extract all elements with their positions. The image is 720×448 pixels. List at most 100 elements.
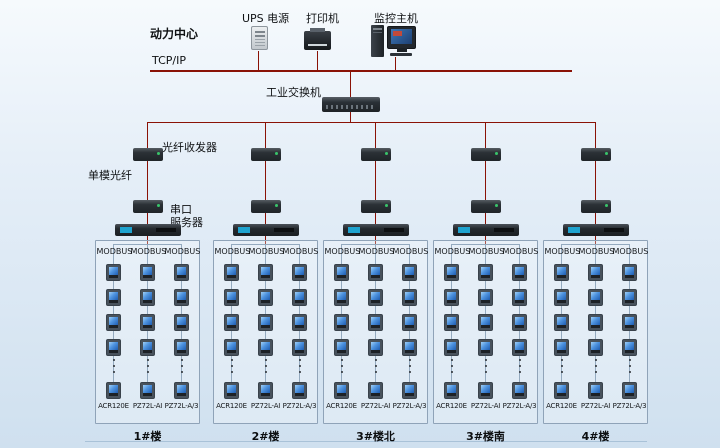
- fiber-drop-line: [265, 122, 266, 148]
- meter-model-label: ACR120E: [436, 402, 467, 410]
- ellipsis: [626, 355, 634, 373]
- host-link-line: [395, 57, 396, 70]
- printer-link-line: [317, 51, 318, 70]
- energy-meter-icon: [402, 264, 417, 281]
- energy-meter-icon: [334, 339, 349, 356]
- serial-server-icon: [114, 224, 181, 236]
- site-label: 动力中心: [150, 27, 199, 41]
- modbus-label: MODBUS: [358, 247, 395, 256]
- energy-meter-icon: [224, 382, 239, 399]
- energy-meter-icon: [368, 264, 383, 281]
- monitor-stand: [397, 48, 407, 52]
- energy-meter-icon: [140, 289, 155, 306]
- meter-model-label: ACR120E: [216, 402, 247, 410]
- fiber-drop-line: [595, 122, 596, 148]
- energy-meter-icon: [444, 289, 459, 306]
- ellipsis: [406, 355, 414, 373]
- energy-meter-icon: [554, 289, 569, 306]
- energy-meter-icon: [588, 289, 603, 306]
- energy-meter-icon: [258, 382, 273, 399]
- energy-meter-icon: [512, 289, 527, 306]
- ellipsis: [110, 355, 118, 373]
- fiber-drop-line: [485, 122, 486, 148]
- energy-meter-icon: [512, 264, 527, 281]
- modbus-label: MODBUS: [282, 247, 319, 256]
- single-mode-fiber-line: [485, 161, 486, 200]
- energy-meter-icon: [224, 339, 239, 356]
- fiber-transceiver-icon: [360, 200, 391, 213]
- modbus-label: MODBUS: [578, 247, 615, 256]
- meter-model-label: PZ72L-AI: [132, 402, 163, 410]
- serial-server-icon: [452, 224, 519, 236]
- energy-meter-icon: [174, 382, 189, 399]
- meter-model-label: PZ72L-A/3: [164, 402, 199, 410]
- modbus-label: MODBUS: [502, 247, 539, 256]
- energy-meter-icon: [622, 382, 637, 399]
- energy-meter-icon: [478, 264, 493, 281]
- tcpip-label: TCP/IP: [152, 54, 186, 67]
- ellipsis: [482, 355, 490, 373]
- energy-meter-icon: [106, 339, 121, 356]
- host-label: 监控主机: [374, 12, 418, 25]
- ellipsis: [448, 355, 456, 373]
- energy-meter-icon: [478, 339, 493, 356]
- energy-meter-icon: [554, 382, 569, 399]
- fiber-transceiver-icon: [132, 200, 163, 213]
- energy-meter-icon: [402, 289, 417, 306]
- ellipsis: [516, 355, 524, 373]
- industrial-switch-icon: [322, 97, 380, 112]
- energy-meter-icon: [140, 314, 155, 331]
- energy-meter-icon: [444, 314, 459, 331]
- meter-model-label: PZ72L-A/3: [282, 402, 317, 410]
- keyboard-icon: [390, 53, 412, 56]
- switch-downlink-line: [350, 112, 351, 122]
- energy-meter-icon: [402, 382, 417, 399]
- energy-meter-icon: [140, 382, 155, 399]
- energy-meter-icon: [478, 289, 493, 306]
- energy-meter-icon: [622, 314, 637, 331]
- fiber-transceiver-icon: [250, 148, 281, 161]
- energy-meter-icon: [512, 339, 527, 356]
- energy-meter-icon: [512, 314, 527, 331]
- energy-meter-icon: [334, 382, 349, 399]
- printer-icon: [304, 28, 331, 50]
- meter-model-label: ACR120E: [326, 402, 357, 410]
- energy-meter-icon: [334, 314, 349, 331]
- energy-meter-icon: [140, 339, 155, 356]
- meter-model-label: PZ72L-A/3: [612, 402, 647, 410]
- link-line: [147, 213, 148, 224]
- ups-link-line: [258, 51, 259, 70]
- energy-meter-icon: [588, 339, 603, 356]
- energy-meter-icon: [258, 314, 273, 331]
- modbus-label: MODBUS: [164, 247, 201, 256]
- distribution-line: [147, 122, 596, 123]
- energy-meter-icon: [368, 339, 383, 356]
- energy-meter-icon: [258, 289, 273, 306]
- link-line: [265, 213, 266, 224]
- energy-meter-icon: [554, 314, 569, 331]
- ups-label: UPS 电源: [242, 12, 290, 25]
- meter-model-label: PZ72L-A/3: [502, 402, 537, 410]
- ellipsis: [558, 355, 566, 373]
- building-label: 2#楼: [251, 430, 280, 443]
- energy-meter-icon: [622, 264, 637, 281]
- modbus-label: MODBUS: [468, 247, 505, 256]
- energy-meter-icon: [258, 339, 273, 356]
- energy-meter-icon: [554, 339, 569, 356]
- meter-model-label: PZ72L-AI: [580, 402, 611, 410]
- ellipsis: [296, 355, 304, 373]
- ellipsis: [262, 355, 270, 373]
- energy-meter-icon: [258, 264, 273, 281]
- fiber-transceiver-icon: [360, 148, 391, 161]
- energy-meter-icon: [292, 339, 307, 356]
- link-line: [375, 213, 376, 224]
- building-label: 4#楼: [581, 430, 610, 443]
- energy-meter-icon: [622, 339, 637, 356]
- building-label: 1#楼: [133, 430, 162, 443]
- modbus-label: MODBUS: [130, 247, 167, 256]
- energy-meter-icon: [174, 264, 189, 281]
- fiber-drop-line: [375, 122, 376, 148]
- single-mode-fiber-line: [147, 161, 148, 200]
- energy-meter-icon: [140, 264, 155, 281]
- modbus-label: MODBUS: [96, 247, 133, 256]
